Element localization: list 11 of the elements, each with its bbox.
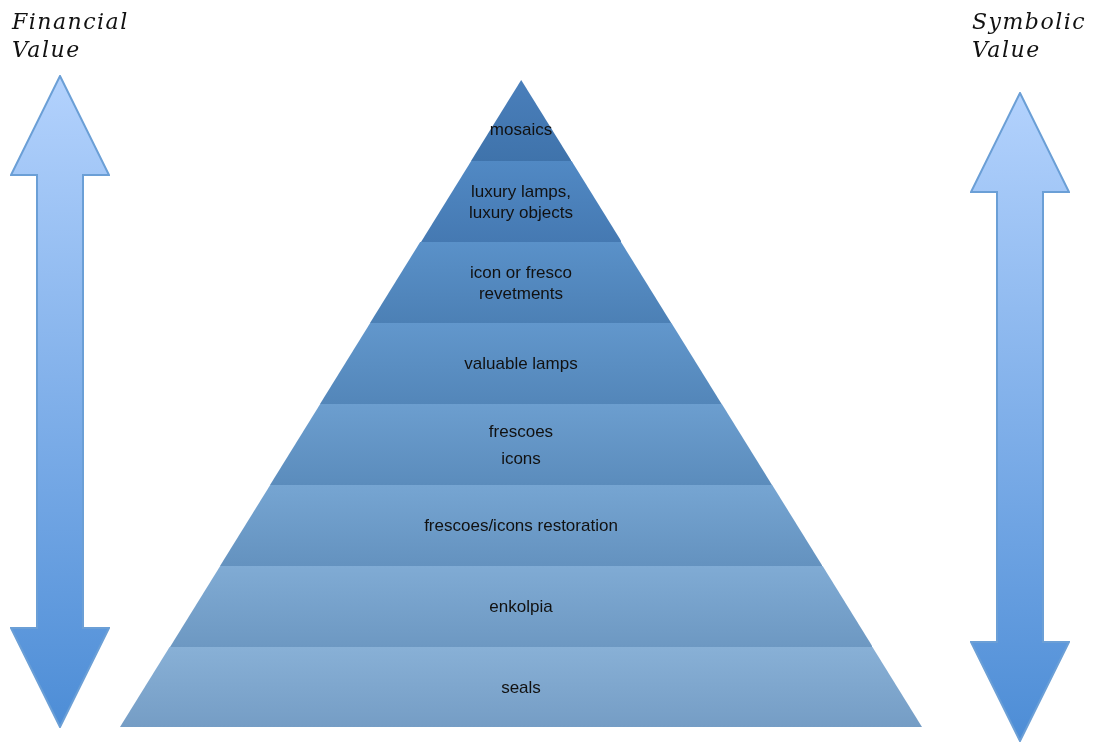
layer-label: valuable lamps [464, 353, 578, 374]
layer-label: enkolpia [489, 596, 553, 617]
layer-label: frescoes/icons restoration [424, 515, 618, 536]
axis-label: Symbolic Value [972, 8, 1088, 64]
layer-label: luxury lamps, luxury objects [468, 180, 574, 223]
layer-label: mosaics [489, 119, 553, 140]
layer-label: icon or fresco revetments [468, 261, 573, 304]
layer-label: seals [501, 676, 541, 698]
layer-label: icons [501, 447, 541, 469]
layer-label: frescoes [488, 420, 554, 442]
axis-label: Financial Value [12, 8, 130, 64]
